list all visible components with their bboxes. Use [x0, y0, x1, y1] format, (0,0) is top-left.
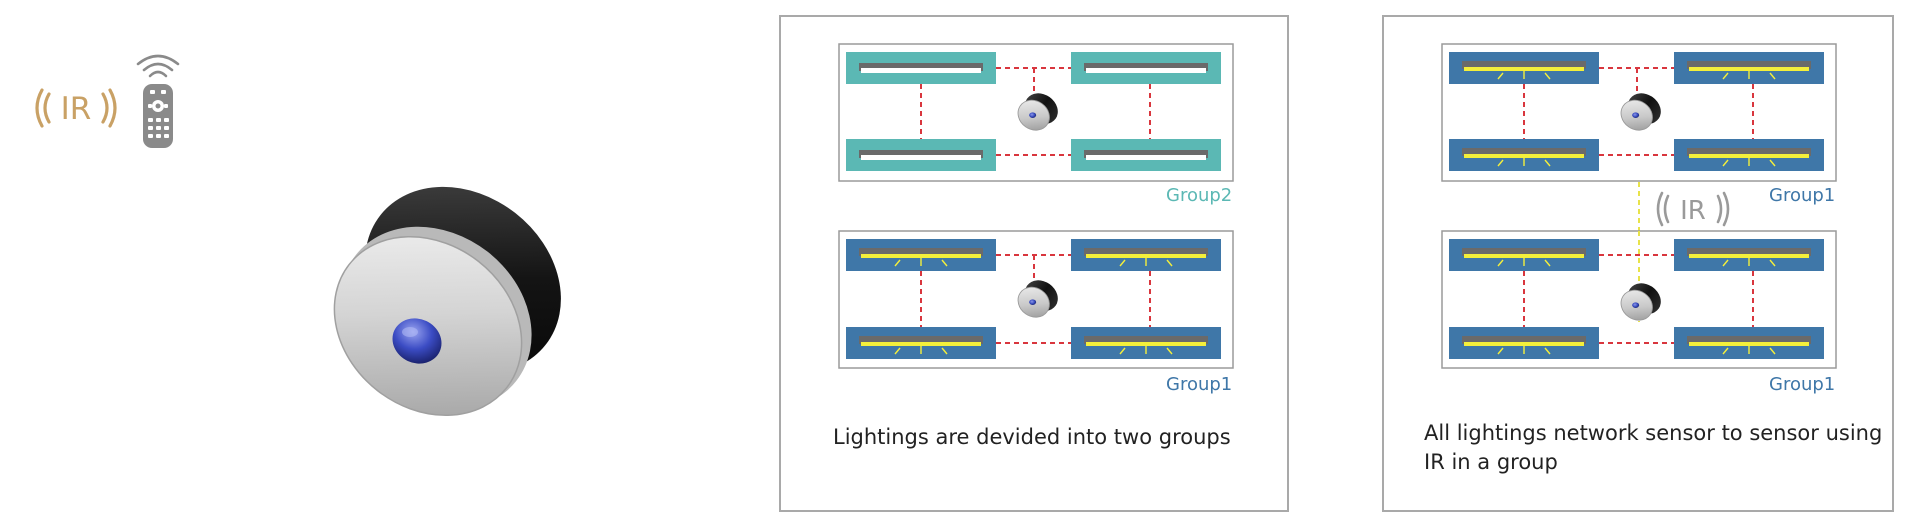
group1-fixture	[1071, 239, 1221, 271]
group1-fixture	[846, 239, 996, 271]
top-group1-fixture	[1449, 139, 1599, 171]
panel-ir-network: IR Group1 Group1 All lightings network s…	[1382, 15, 1894, 512]
group2-fixture	[846, 139, 996, 171]
top-group1-fixture	[1674, 139, 1824, 171]
bottom-group1-fixture	[1449, 239, 1599, 271]
group1-fixture	[1071, 327, 1221, 359]
ir-signal-icon: IR	[30, 80, 122, 136]
top-group1-label: Group1	[1769, 185, 1836, 206]
panel2-caption-line2: IR in a group	[1424, 450, 1558, 474]
panel2-caption: All lightings network sensor to sensor u…	[1424, 419, 1882, 477]
group2-fixture	[846, 52, 996, 84]
top-group1-fixture	[1449, 52, 1599, 84]
ir-network-icon	[1656, 191, 1730, 227]
group1-fixture	[846, 327, 996, 359]
sensor-product-image	[300, 180, 590, 450]
bottom-group1-fixture	[1674, 327, 1824, 359]
remote-control-icon	[133, 50, 183, 150]
panel1-caption: Lightings are devided into two groups	[833, 425, 1231, 449]
group2-label: Group2	[1166, 185, 1233, 206]
group1-label: Group1	[1166, 374, 1233, 395]
panel-two-groups: Group2 Group1 Lightings are devided into…	[779, 15, 1289, 512]
top-group1-fixture	[1674, 52, 1824, 84]
panel2-diagram: IR	[1441, 43, 1837, 369]
panel1-diagram	[838, 43, 1234, 369]
ir-network-label: IR	[1680, 196, 1706, 226]
group2-fixture	[1071, 139, 1221, 171]
bottom-group1-fixture	[1674, 239, 1824, 271]
bottom-group1-fixture	[1449, 327, 1599, 359]
bottom-group1-label: Group1	[1769, 374, 1836, 395]
ir-icon-label: IR	[61, 91, 92, 127]
panel2-caption-line1: All lightings network sensor to sensor u…	[1424, 421, 1883, 445]
group2-fixture	[1071, 52, 1221, 84]
